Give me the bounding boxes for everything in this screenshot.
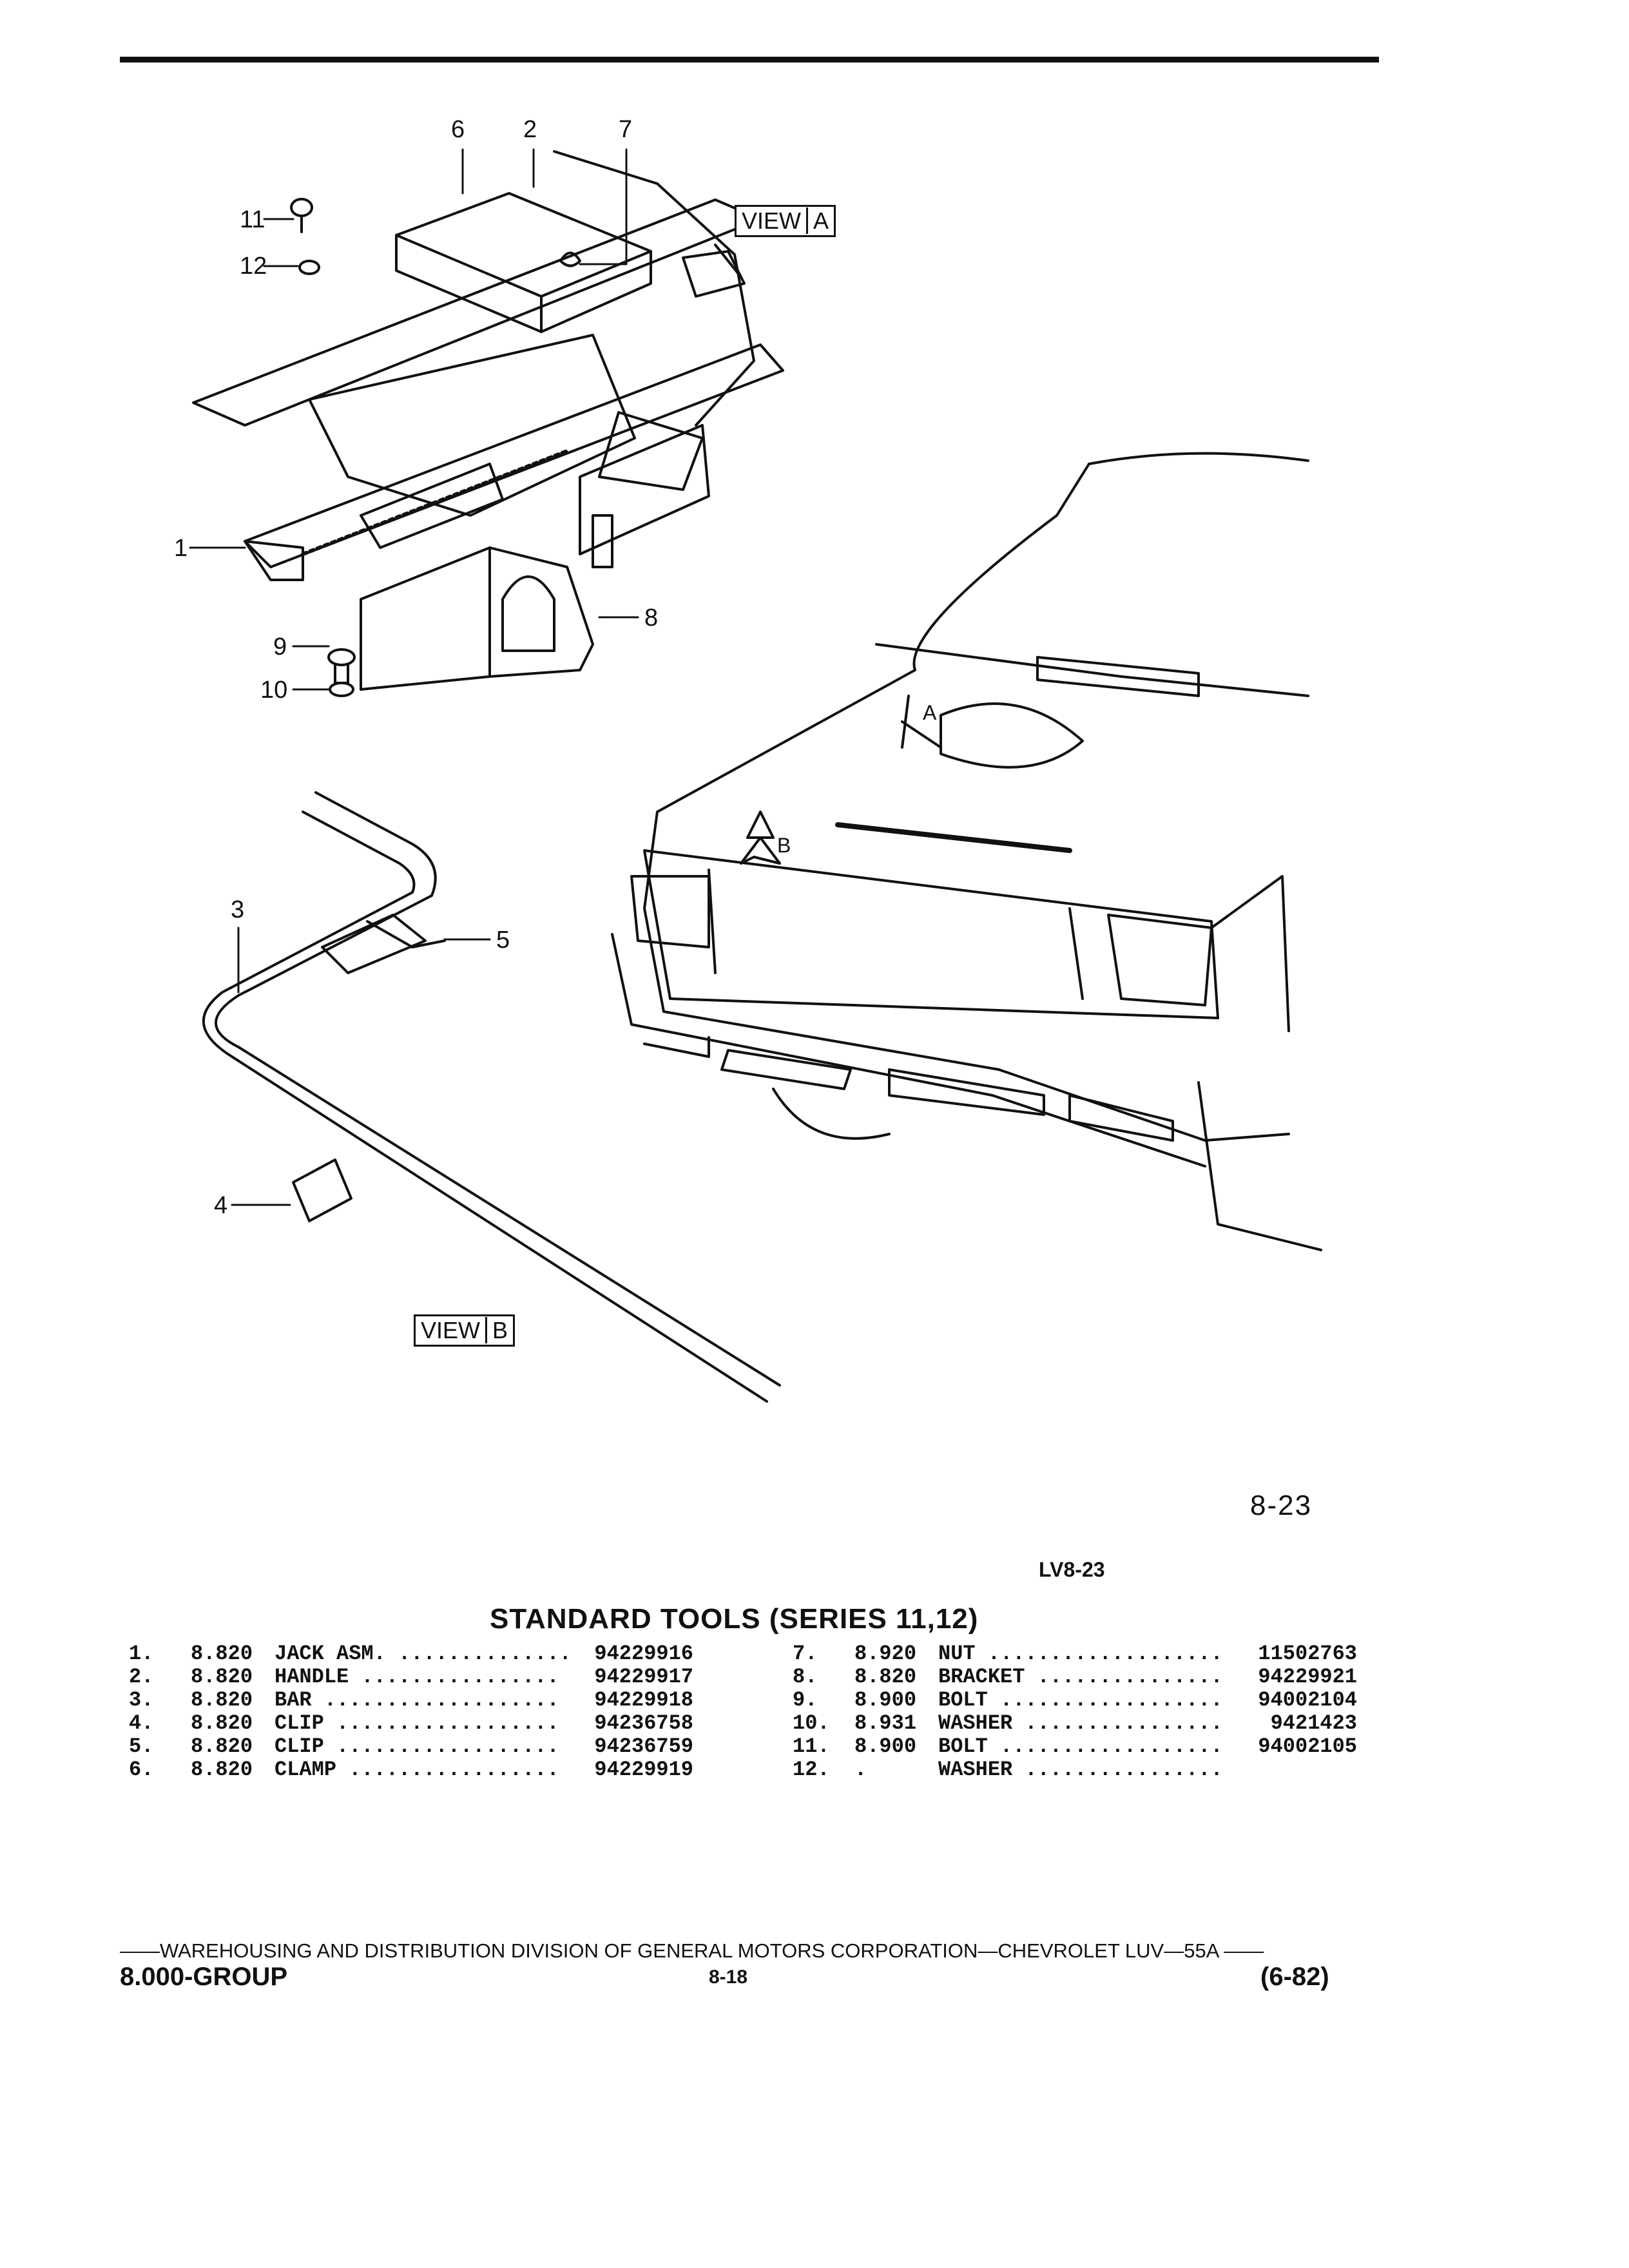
part-name: HANDLE ................ [275,1665,559,1688]
footer-group: 8.000-GROUP [120,1963,288,1991]
part-name: JACK ASM. .............. [275,1642,572,1665]
part-name: CLAMP ................. [275,1758,559,1781]
part-group: 8.820 [191,1711,253,1735]
part-number [1241,1758,1357,1781]
part-name: WASHER ................ [938,1711,1223,1735]
part-group: 8.820 [191,1665,253,1689]
callout-leaders [189,148,639,1206]
part-number: 94229918 [594,1688,693,1712]
callout-4: 4 [214,1192,228,1219]
truck-front-drawing [611,452,1322,1251]
part-group: 8.820 [854,1665,917,1689]
part-index: 8. [793,1665,818,1689]
part-number: 94229916 [594,1642,693,1666]
part-index: 10. [793,1711,830,1735]
part-index: 12. [793,1758,830,1782]
part-group: 8.900 [854,1735,917,1758]
footer-publisher-line: ——WAREHOUSING AND DISTRIBUTION DIVISION … [120,1939,1264,1962]
view-a-prefix: VIEW [742,207,802,234]
parts-list-row: 12.. WASHER ................ [793,1758,1357,1782]
view-b-prefix: VIEW [421,1317,481,1343]
part-name: WASHER ................ [938,1758,1223,1781]
parts-list-row: 3. 8.820 BAR ................... 94229918 [129,1688,693,1712]
part-name: BOLT .................. [938,1688,1223,1711]
part-name: BRACKET ............... [938,1665,1223,1688]
parts-list-row: 2. 8.820 HANDLE ................ 94229917 [129,1665,693,1689]
part-name: CLIP .................. [275,1711,559,1735]
part-number: 11502763 [1258,1642,1357,1666]
part-index: 11. [793,1735,830,1758]
callout-9: 9 [273,633,287,660]
parts-list-row: 11. 8.900 BOLT .................. 94002105 [793,1735,1357,1758]
part-number: 94002104 [1258,1688,1357,1712]
top-rule [120,57,1379,62]
jack-handle-drawing [202,791,781,1403]
callout-8: 8 [644,604,659,631]
part-group: 8.900 [854,1688,917,1712]
part-name: BOLT .................. [938,1735,1223,1758]
part-group: 8.820 [191,1758,253,1782]
truck-marker-a: A [923,701,937,724]
parts-list-row: 10. 8.931 WASHER ................ 9421423 [793,1711,1357,1735]
part-group: 8.920 [854,1642,917,1666]
part-number: 94229921 [1258,1665,1357,1689]
callout-2: 2 [523,116,537,143]
part-name: BAR ................... [275,1688,559,1711]
parts-list-row: 6. 8.820 CLAMP ................. 94229919 [129,1758,693,1782]
view-marker-arrows [740,695,910,865]
part-index: 1. [129,1642,154,1666]
figure-number: 8-23 [1250,1490,1313,1521]
footer-page-number: 8-18 [709,1966,748,1988]
callout-6: 6 [451,116,465,143]
part-group: 8.820 [191,1642,253,1666]
callout-3: 3 [231,896,245,923]
part-index: 6. [129,1758,154,1782]
view-b-letter: B [485,1317,508,1343]
part-number: 94229919 [594,1758,693,1782]
part-index: 2. [129,1665,154,1689]
callout-7: 7 [619,116,633,143]
figure-code: LV8-23 [1039,1558,1105,1581]
part-index: 9. [793,1688,818,1712]
part-index: 3. [129,1688,154,1712]
jack-assembly-drawing [192,150,784,697]
part-index: 4. [129,1711,154,1735]
parts-list-title: STANDARD TOOLS (SERIES 11,12) [490,1603,979,1635]
part-number: 94229917 [594,1665,693,1689]
part-group: 8.931 [854,1711,917,1735]
part-index: 5. [129,1735,154,1758]
view-a-letter: A [806,207,829,234]
part-name: CLIP .................. [275,1735,559,1758]
part-index: 7. [793,1642,818,1666]
part-name: NUT ................... [938,1642,1223,1665]
callout-1: 1 [174,535,188,562]
truck-marker-b: B [777,834,791,857]
part-number: 94236758 [594,1711,693,1735]
part-group: . [854,1758,867,1782]
parts-list-row: 7. 8.920 NUT ................... 11502763 [793,1642,1357,1666]
part-group: 8.820 [191,1735,253,1758]
callout-12: 12 [240,253,267,280]
part-number: 9421423 [1270,1711,1357,1735]
part-number: 94236759 [594,1735,693,1758]
parts-list-row: 1. 8.820 JACK ASM. .............. 94229916 [129,1642,693,1666]
parts-list-row: 9. 8.900 BOLT .................. 94002104 [793,1688,1357,1712]
part-group: 8.820 [191,1688,253,1712]
footer-date: (6-82) [1260,1963,1329,1991]
parts-list-row: 4. 8.820 CLIP .................. 94236758 [129,1711,693,1735]
parts-list-row: 8. 8.820 BRACKET ............... 94229921 [793,1665,1357,1689]
callout-11: 11 [240,206,265,233]
callout-5: 5 [496,927,510,954]
callout-10: 10 [260,677,288,704]
part-number: 94002105 [1258,1735,1357,1758]
parts-list-row: 5. 8.820 CLIP .................. 94236759 [129,1735,693,1758]
